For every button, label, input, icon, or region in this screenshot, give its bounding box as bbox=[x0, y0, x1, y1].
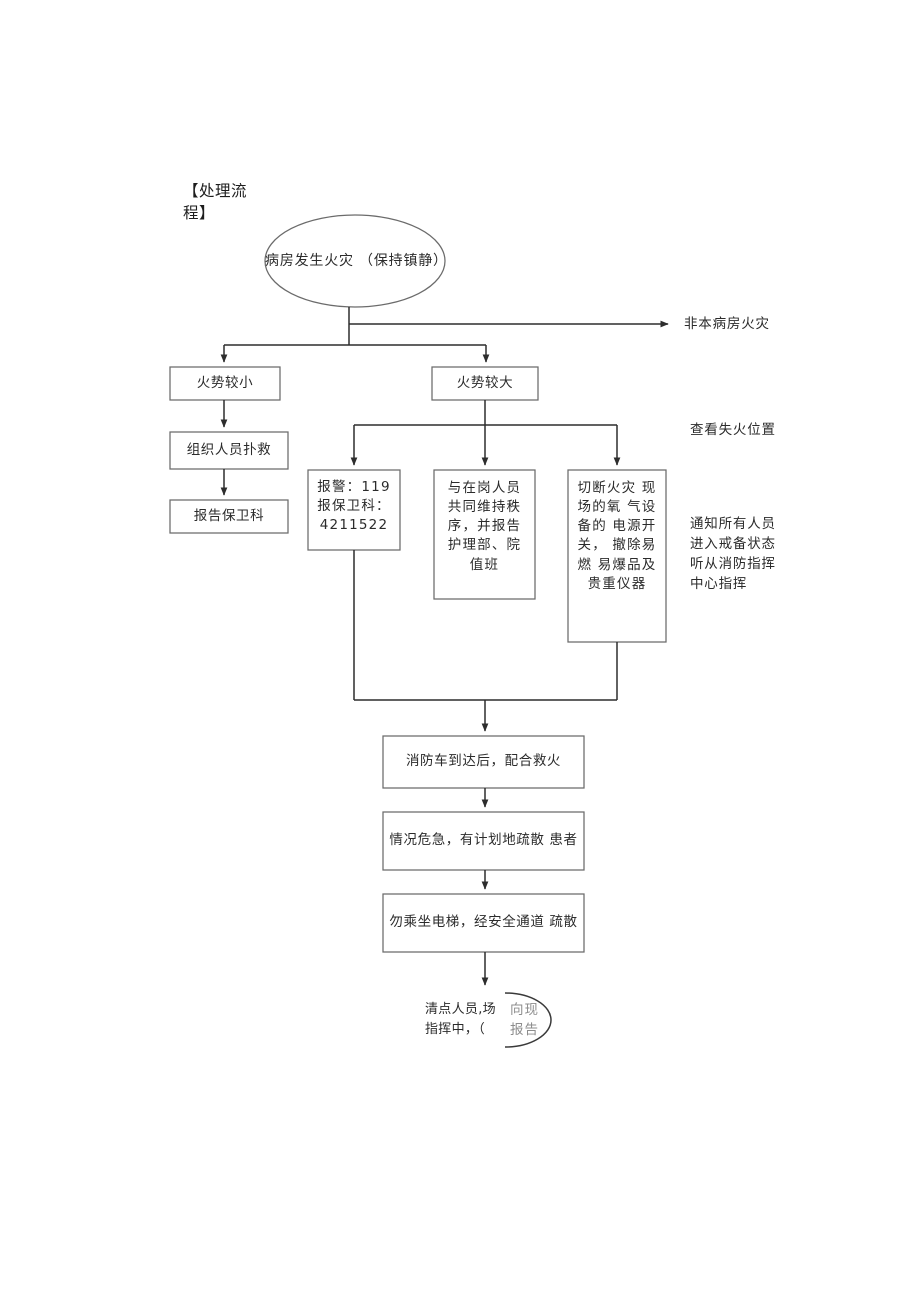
fire-truck-box-shape bbox=[382, 735, 585, 789]
final-report-ellipse-shape bbox=[504, 992, 552, 1048]
evacuate-patients-box-shape bbox=[382, 811, 585, 871]
large-fire-box-shape bbox=[431, 366, 539, 401]
small-fire-box-shape bbox=[169, 366, 281, 401]
report-security-box-shape bbox=[169, 499, 289, 534]
start-ellipse-shape bbox=[264, 214, 446, 308]
call-119-box-shape bbox=[307, 469, 401, 551]
no-elevator-box-shape bbox=[382, 893, 585, 953]
organize-rescue-box-shape bbox=[169, 431, 289, 470]
maintain-order-box-shape bbox=[433, 469, 536, 600]
cut-oxygen-box-shape bbox=[567, 469, 667, 643]
